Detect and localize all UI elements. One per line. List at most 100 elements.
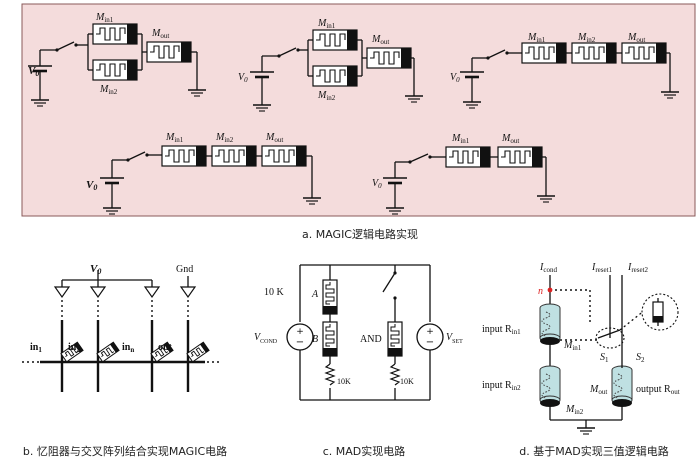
b-in2-label: in [68,342,77,353]
d-input-rin2-label: input R [482,380,512,391]
svg-text:Min2: Min2 [317,90,336,102]
svg-text:Min1: Min1 [563,340,582,352]
svg-text:in2: in2 [68,342,80,354]
svg-text:Min1: Min1 [527,32,546,44]
mad-circuit: + − + − 10 K A B AND 10K 10K VCOND VSET [254,264,463,401]
m-in1-sub-5: in1 [460,137,469,145]
m-out-label-3: M [627,32,637,43]
svg-text:Mout: Mout [589,384,607,396]
c-10k-left-label: 10K [337,377,351,386]
d-ireset1-sub: reset1 [595,266,612,274]
v0-sub-5: 0 [378,182,382,190]
d-ireset2-label: I [627,262,632,273]
svg-text:VSET: VSET [446,332,463,345]
svg-text:VCOND: VCOND [254,332,278,345]
d-s1-sub: 1 [605,356,609,364]
m-out-label-1: M [151,28,161,39]
d-m-in2-sub: in2 [574,408,583,416]
d-ireset1-label: I [591,262,596,273]
v0-label-3: V [450,72,458,83]
svg-text:in1: in1 [30,342,42,354]
b-in2-sub: 2 [76,346,80,354]
m-in2-sub-4: in2 [224,136,233,144]
v0-label-5: V [372,178,380,189]
m-in1-label-5: M [451,133,461,144]
d-s1-label: S [600,352,605,363]
svg-text:V0: V0 [90,263,101,276]
b-v0-sub: 0 [97,267,101,276]
svg-text:V0: V0 [86,179,97,192]
c-label-a: A [311,289,319,300]
svg-text:input Rin2: input Rin2 [482,380,521,392]
svg-text:V0: V0 [372,178,382,190]
svg-text:Mout: Mout [151,28,169,40]
d-m-in2-label: M [565,404,575,415]
c-vcond-sub: COND [260,339,278,345]
caption-b: b. 忆阻器与交叉阵列结合实现MAGIC电路 [23,444,227,458]
m-in1-sub-4: in1 [174,136,183,144]
crossbar-array: V0 Gnd in1 in2 inn out [22,263,222,392]
m-out-label-2: M [371,34,381,45]
b-inn-sub: n [130,346,134,354]
svg-text:Mout: Mout [627,32,645,44]
m-out-sub-3: out [636,36,645,44]
m-out-label-4: M [265,132,275,143]
c-10k-right-label: 10K [400,377,414,386]
m-out-label-5: M [501,133,511,144]
m-out-sub-1: out [160,32,169,40]
v0-label-4: V [86,179,95,191]
d-output-rout-label: output R [636,384,671,395]
m-in2-label-2: M [317,90,327,101]
m-in1-sub-2: in1 [326,22,335,30]
svg-text:Mout: Mout [265,132,283,144]
svg-text:Min1: Min1 [451,133,470,145]
svg-text:Min2: Min2 [215,132,234,144]
b-inn-label: in [122,342,131,353]
svg-text:inn: inn [122,342,134,354]
d-s2-label: S [636,352,641,363]
svg-text:output Rout: output Rout [636,384,680,396]
magic-circuit-not: V0 Min1 Mout [372,133,556,215]
svg-text:V0: V0 [238,72,248,84]
c-vcond-label: V [254,332,262,343]
svg-text:Min2: Min2 [577,32,596,44]
d-m-out-label: M [589,384,599,395]
caption-a: a. MAGIC逻辑电路实现 [302,227,418,241]
svg-text:V0: V0 [28,65,39,78]
b-v0-label: V [90,263,99,275]
c-10k-top-label: 10 K [264,287,285,298]
svg-text:+: + [426,327,434,337]
magic-circuit-series-2: V0 Min1 Min2 Mout [86,132,322,215]
m-in2-sub-3: in2 [586,36,595,44]
svg-text:Ireset1: Ireset1 [591,262,613,274]
v0-sub-2: 0 [244,76,248,84]
svg-text:V0: V0 [450,72,460,84]
caption-c: c. MAD实现电路 [323,444,406,458]
m-out-sub-5: out [510,137,519,145]
svg-text:Min1: Min1 [95,12,114,24]
b-in1-label: in [30,342,39,353]
magic-circuit-series-1: V0 Min1 Min2 Mout [450,32,680,109]
c-vset-sub: SET [452,339,463,345]
m-in2-label-4: M [215,132,225,143]
v0-label-2: V [238,72,246,83]
v0-label-1: V [28,65,37,77]
d-s2-sub: 2 [641,356,645,364]
b-gnd-label: Gnd [176,264,193,275]
svg-text:Min2: Min2 [99,84,118,96]
d-input-rin1-sub: in1 [512,328,521,336]
caption-d: d. 基于MAD实现三值逻辑电路 [519,444,668,458]
d-m-in1-label: M [563,340,573,351]
svg-text:S2: S2 [636,352,645,364]
m-out-sub-4: out [274,136,283,144]
m-in1-label-4: M [165,132,175,143]
d-node-n-label: n [538,286,543,297]
svg-text:Min2: Min2 [565,404,584,416]
svg-text:+: + [296,327,304,337]
d-m-in1-sub: in1 [572,344,581,352]
svg-text:S1: S1 [600,352,609,364]
v0-sub-1: 0 [35,69,39,78]
m-in1-label-2: M [317,18,327,29]
svg-text:−: − [296,337,304,348]
